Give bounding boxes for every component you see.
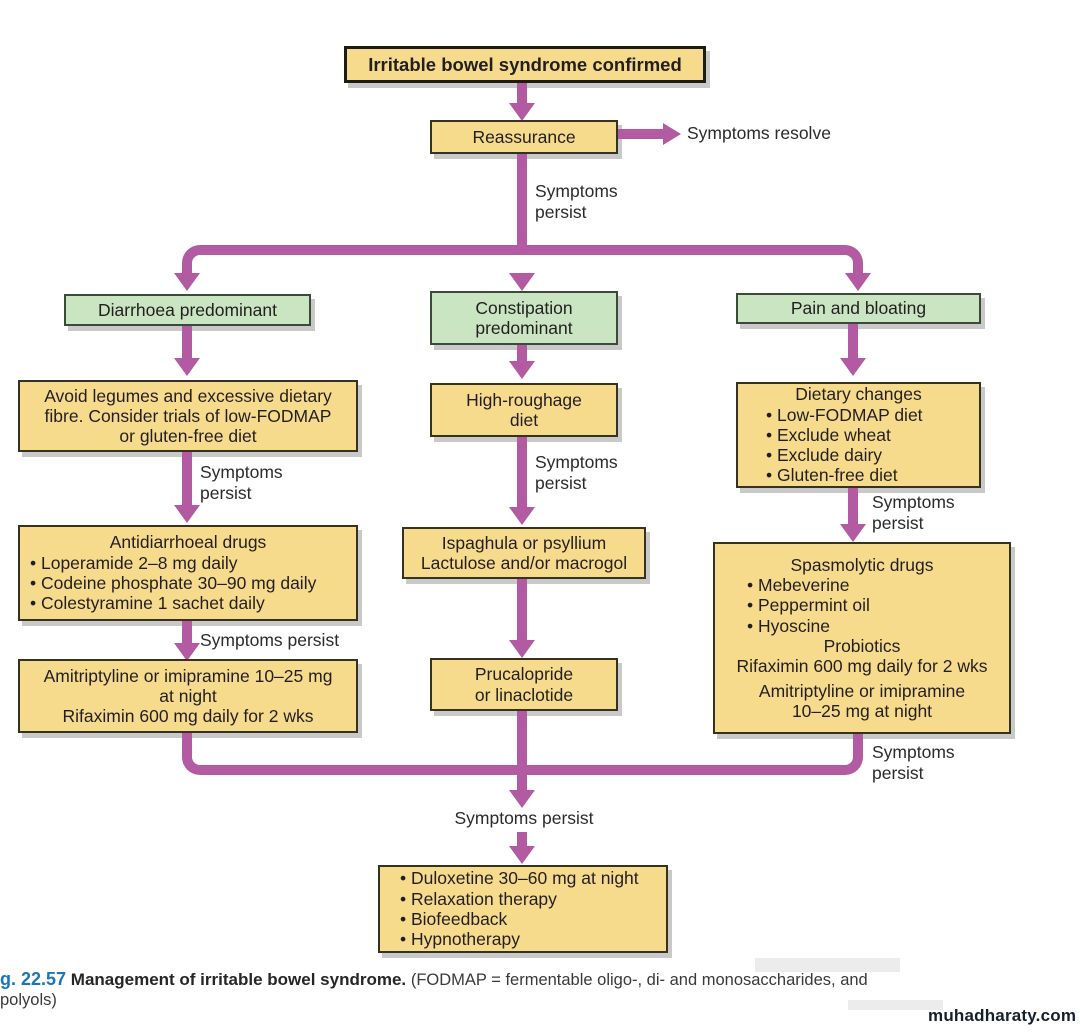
arrowhead-down-icon	[845, 273, 871, 291]
connector-merge-left	[182, 733, 527, 775]
figure-note: (FODMAP = fermentable oligo-, di- and mo…	[0, 971, 868, 1009]
connector-constipation-step2	[517, 437, 527, 508]
node-pain-and-bloating: Pain and bloating	[736, 293, 981, 324]
arrowhead-down-icon	[840, 358, 866, 376]
arrowhead-down-icon	[174, 505, 200, 523]
arrowhead-down-icon	[174, 273, 200, 291]
label-symptoms-persist: Symptoms persist	[535, 452, 618, 493]
node-dietary-changes-heading: Dietary changes	[795, 384, 922, 405]
watermark-site-name: muhadharaty.com	[928, 1006, 1077, 1025]
arrowhead-right-icon	[663, 123, 681, 145]
scan-artifact	[755, 958, 900, 972]
connector-reassurance-down	[517, 154, 527, 255]
node-antidiarrhoeal-heading: Antidiarrhoeal drugs	[109, 532, 267, 553]
connector-diarrhoea-step2	[182, 452, 192, 507]
label-symptoms-persist: Symptoms persist	[200, 630, 340, 650]
connector-title-to-reassurance	[517, 83, 527, 105]
node-diarrhoea-diet: Avoid legumes and excessive dietary fibr…	[18, 380, 358, 452]
connector-split-right	[517, 245, 863, 275]
node-reassurance: Reassurance	[430, 120, 618, 154]
connector-diarrhoea-step1	[182, 326, 192, 360]
node-spasmolytic-amitriptyline: Amitriptyline or imipramine 10–25 mg at …	[758, 680, 966, 721]
arrowhead-down-icon	[174, 358, 200, 376]
connector-constipation-step3	[517, 579, 527, 641]
scan-artifact	[848, 1000, 943, 1010]
node-diarrhoea-predominant: Diarrhoea predominant	[64, 294, 311, 326]
connector-reassurance-to-resolve	[618, 129, 664, 139]
connector-diarrhoea-step3	[182, 621, 192, 645]
connector-pain-step1	[848, 324, 858, 360]
node-final-therapies: • Duloxetine 30–60 mg at night • Relaxat…	[378, 865, 668, 953]
node-final-therapies-bullets: • Duloxetine 30–60 mg at night • Relaxat…	[400, 868, 639, 950]
node-dietary-changes: Dietary changes • Low-FODMAP diet • Excl…	[736, 382, 981, 488]
label-symptoms-persist-top: Symptoms persist	[535, 181, 618, 222]
label-symptoms-persist-final: Symptoms persist	[454, 808, 594, 828]
arrowhead-down-icon	[509, 846, 535, 864]
connector-to-final	[517, 832, 527, 848]
node-ispaghula-lactulose: Ispaghula or psyllium Lactulose and/or m…	[402, 527, 646, 579]
node-constipation-predominant: Constipation predominant	[430, 291, 618, 345]
node-high-roughage-diet: High-roughage diet	[430, 383, 618, 437]
node-amitriptyline-rifaximin: Amitriptyline or imipramine 10–25 mg at …	[18, 659, 358, 733]
arrowhead-down-icon	[509, 103, 535, 121]
label-symptoms-resolve: Symptoms resolve	[687, 123, 831, 143]
label-symptoms-persist: Symptoms persist	[200, 462, 283, 503]
node-antidiarrhoeal-bullets: • Loperamide 2–8 mg daily • Codeine phos…	[30, 552, 317, 614]
figure-number: g. 22.57	[0, 969, 67, 989]
node-prucalopride-linaclotide: Prucalopride or linaclotide	[430, 658, 618, 711]
node-spasmolytic-heading: Spasmolytic drugs	[790, 554, 934, 575]
arrowhead-down-icon	[509, 273, 535, 291]
arrowhead-down-icon	[509, 361, 535, 379]
connector-pain-step2	[848, 488, 858, 526]
node-spasmolytic-probiotics: Probiotics Rifaximin 600 mg daily for 2 …	[736, 636, 988, 677]
arrowhead-down-icon	[840, 524, 866, 542]
node-spasmolytic-drugs: Spasmolytic drugs • Mebeverine • Pepperm…	[713, 542, 1011, 734]
arrowhead-down-icon	[509, 507, 535, 525]
node-dietary-changes-bullets: • Low-FODMAP diet • Exclude wheat • Excl…	[766, 404, 923, 486]
arrowhead-down-icon	[509, 790, 535, 808]
connector-constipation-step1	[517, 345, 527, 363]
arrowhead-down-icon	[509, 640, 535, 658]
arrowhead-down-icon	[174, 643, 200, 661]
node-spasmolytic-bullets: • Mebeverine • Peppermint oil • Hyoscine	[747, 575, 870, 636]
figure-title: Management of irritable bowel syndrome.	[70, 970, 407, 989]
node-antidiarrhoeal-drugs: Antidiarrhoeal drugs • Loperamide 2–8 mg…	[18, 525, 358, 621]
node-ibs-confirmed: Irritable bowel syndrome confirmed	[344, 46, 706, 83]
connector-split-left	[182, 245, 527, 275]
label-symptoms-persist: Symptoms persist	[872, 492, 955, 533]
label-symptoms-persist-merge: Symptoms persist	[872, 742, 955, 783]
figure-caption: g. 22.57 Management of irritable bowel s…	[0, 969, 920, 1010]
connector-merge-right	[517, 734, 863, 775]
connector-center-down	[517, 711, 527, 792]
